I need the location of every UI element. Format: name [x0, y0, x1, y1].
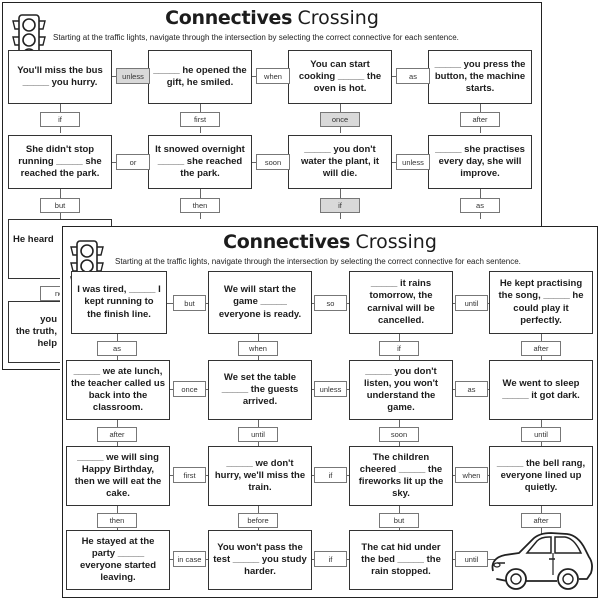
connective-option[interactable]: but [379, 513, 419, 528]
sentence-box[interactable]: We set the table _____ the guests arrive… [208, 360, 312, 420]
connective-option[interactable]: when [256, 68, 290, 84]
connective-option[interactable]: until [455, 551, 488, 567]
sentence-box[interactable]: _____ she practises every day, she will … [428, 135, 532, 189]
sentence-box[interactable]: I was tired, _____ I kept running to the… [71, 271, 167, 334]
connective-option[interactable]: as [455, 381, 488, 397]
connective-option[interactable]: or [116, 154, 150, 170]
sentence-box[interactable]: The cat hid under the bed _____ the rain… [349, 530, 453, 590]
connective-option[interactable]: as [396, 68, 430, 84]
instructions: Starting at the traffic lights, navigate… [53, 33, 459, 42]
connective-option[interactable]: soon [379, 427, 419, 442]
sentence-box[interactable]: _____ you don't water the plant, it will… [288, 135, 392, 189]
connective-option[interactable]: when [455, 467, 488, 483]
instructions: Starting at the traffic lights, navigate… [115, 257, 521, 266]
connective-option[interactable]: after [97, 427, 137, 442]
worksheet-title: Connectives Crossing [223, 231, 437, 253]
connective-option[interactable]: then [97, 513, 137, 528]
connective-option[interactable]: unless [116, 68, 150, 84]
sentence-box[interactable]: You can start cooking _____ the oven is … [288, 50, 392, 104]
connective-option[interactable]: unless [314, 381, 347, 397]
sentence-box[interactable]: She didn't stop running _____ she reache… [8, 135, 112, 189]
connective-option[interactable]: if [379, 341, 419, 356]
connective-option[interactable]: if [314, 467, 347, 483]
sentence-box[interactable]: He kept practising the song, _____ he co… [489, 271, 593, 334]
sentence-box[interactable]: He stayed at the party _____ everyone st… [66, 530, 170, 590]
sentence-box[interactable]: _____ you don't listen, you won't unders… [349, 360, 453, 420]
connective-option[interactable]: soon [256, 154, 290, 170]
connective-option[interactable]: first [180, 112, 220, 127]
worksheet-title: Connectives Crossing [165, 7, 379, 29]
connective-option[interactable]: but [40, 198, 80, 213]
sentence-box[interactable]: _____ we will sing Happy Birthday, then … [66, 446, 170, 506]
sentence-box[interactable]: _____ we don't hurry, we'll miss the tra… [208, 446, 312, 506]
sentence-box[interactable]: The children cheered _____ the fireworks… [349, 446, 453, 506]
connective-option[interactable]: but [173, 295, 206, 311]
connective-option[interactable]: if [314, 551, 347, 567]
sentence-box[interactable]: _____ we ate lunch, the teacher called u… [66, 360, 170, 420]
sentence-box[interactable]: _____ he opened the gift, he smiled. [148, 50, 252, 104]
connective-option[interactable]: if [320, 198, 360, 213]
connective-option[interactable]: so [314, 295, 347, 311]
connective-option[interactable]: if [40, 112, 80, 127]
connective-option[interactable]: after [460, 112, 500, 127]
sentence-box[interactable]: We went to sleep _____ it got dark. [489, 360, 593, 420]
sentence-box[interactable]: You won't pass the test _____ you study … [208, 530, 312, 590]
connective-option[interactable]: then [180, 198, 220, 213]
connective-option[interactable]: until [521, 427, 561, 442]
connective-option[interactable]: until [455, 295, 488, 311]
connective-option[interactable]: first [173, 467, 206, 483]
connective-option[interactable]: unless [396, 154, 430, 170]
connective-option[interactable]: when [238, 341, 278, 356]
worksheet-front: Connectives Crossing Starting at the tra… [62, 226, 598, 598]
sentence-box[interactable]: We will start the game _____ everyone is… [208, 271, 312, 334]
connective-option[interactable]: until [238, 427, 278, 442]
sentence-box[interactable]: _____ you press the button, the machine … [428, 50, 532, 104]
connective-option[interactable]: as [97, 341, 137, 356]
sentence-box[interactable]: _____ the bell rang, everyone lined up q… [489, 446, 593, 506]
sentence-box[interactable]: It snowed overnight _____ she reached th… [148, 135, 252, 189]
connective-option[interactable]: as [460, 198, 500, 213]
sentence-box[interactable]: _____ it rains tomorrow, the carnival wi… [349, 271, 453, 334]
connective-option[interactable]: after [521, 341, 561, 356]
connective-option[interactable]: before [238, 513, 278, 528]
connective-option[interactable]: after [521, 513, 561, 528]
connective-option[interactable]: in case [173, 551, 206, 567]
car-icon [491, 532, 593, 590]
connective-option[interactable]: once [320, 112, 360, 127]
sentence-box[interactable]: You'll miss the bus _____ you hurry. [8, 50, 112, 104]
connective-option[interactable]: once [173, 381, 206, 397]
